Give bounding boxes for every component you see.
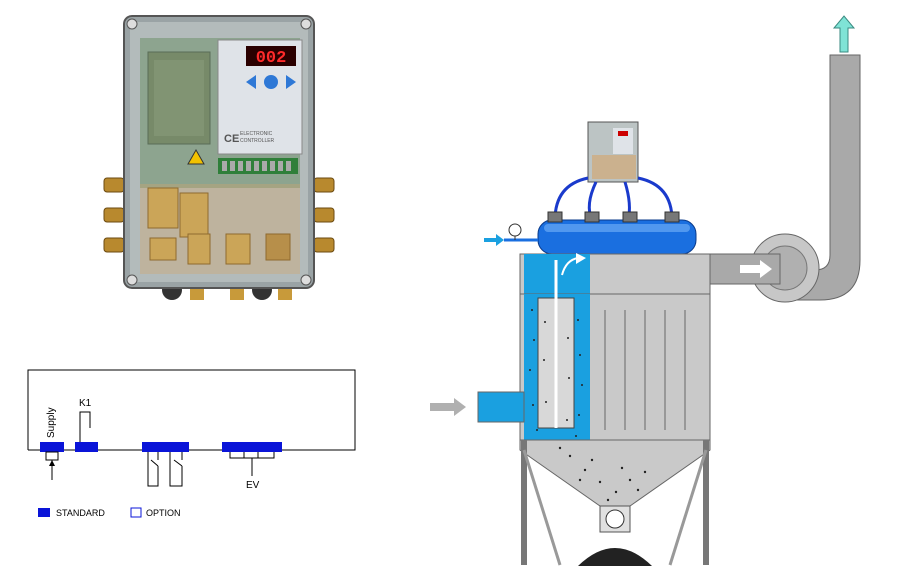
- legend-standard-swatch: [38, 508, 50, 517]
- cable-gland: [103, 207, 125, 223]
- k1-switch: [79, 411, 91, 442]
- air-supply-arrow-icon: [484, 234, 504, 246]
- right-arrow-icon: [286, 75, 296, 89]
- dust-collector-illustration: [420, 10, 890, 575]
- filter-system-svg: [430, 15, 861, 566]
- pulse-valve: [664, 211, 680, 223]
- relay: [265, 233, 291, 261]
- relay: [225, 233, 251, 265]
- panel-label-line2: CONTROLLER: [240, 138, 275, 144]
- supply-terminal: [40, 442, 64, 452]
- dirty-air-inlet: [477, 391, 525, 423]
- legend-option-swatch: [130, 507, 142, 518]
- cable-gland: [313, 207, 335, 223]
- panel-label-line1: ELECTRONIC: [240, 131, 273, 137]
- cable-gland: [313, 237, 335, 253]
- supply-option-terminal: [45, 451, 59, 461]
- relay: [179, 192, 209, 238]
- pulse-valve: [547, 211, 563, 223]
- cable-gland: [313, 177, 335, 193]
- display-value: 002: [256, 49, 287, 68]
- led-display: [246, 46, 296, 66]
- pulse-valve: [584, 211, 600, 223]
- cable-gland: [103, 177, 125, 193]
- ev-label: EV: [246, 480, 260, 491]
- wiring-diagram: Supply K1 EV STANDARD OPTION: [20, 360, 370, 530]
- ce-mark: CE: [224, 133, 239, 145]
- relay: [149, 237, 177, 261]
- rotary-valve-icon: [605, 509, 625, 529]
- ev-terminals: [222, 442, 282, 452]
- controller-photo: 002 CE ELECTRONIC CONTROLLER: [100, 8, 340, 308]
- relay: [187, 233, 211, 265]
- outlet-arrow-icon: [832, 15, 856, 53]
- supply-arrow-icon: [49, 460, 55, 466]
- cable-gland: [103, 237, 125, 253]
- enter-button-icon: [264, 75, 278, 89]
- pulse-arrow-icon: [576, 253, 586, 264]
- pulse-valve: [622, 211, 638, 223]
- input-terminals: [142, 442, 189, 452]
- pressure-gauge-icon: [508, 223, 522, 237]
- supply-label: Supply: [46, 407, 57, 438]
- left-arrow-icon: [246, 75, 256, 89]
- dust-hopper: [519, 439, 711, 507]
- flow-arrow-icon: [740, 260, 772, 278]
- k1-label: K1: [79, 398, 92, 409]
- wiring-schematic: Supply K1 EV STANDARD OPTION: [27, 369, 356, 518]
- exhaust-duct: [789, 54, 861, 301]
- legend-option-label: OPTION: [146, 508, 181, 518]
- k1-terminal: [75, 442, 98, 452]
- circuit-outline: [27, 369, 356, 451]
- controller-illustration: 002 CE ELECTRONIC CONTROLLER: [103, 15, 335, 300]
- relay: [147, 187, 179, 229]
- legend-standard-label: STANDARD: [56, 508, 105, 518]
- dust-pile: [578, 548, 652, 566]
- inlet-arrow-icon: [430, 398, 466, 416]
